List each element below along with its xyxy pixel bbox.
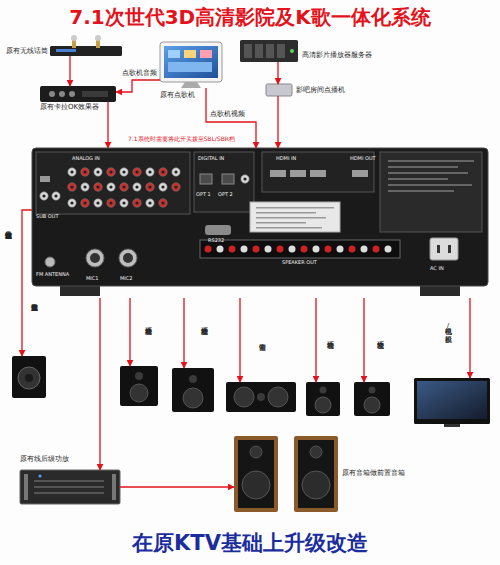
device: SUB OUT ANALOG IN DIGITAL IN OPT 1 OPT 2 HDMI… (32, 148, 488, 298)
effector-illustration (40, 86, 116, 102)
edge-label: 点歌机视频 (210, 111, 245, 118)
device: 左环绕音箱 (354, 382, 390, 416)
panel-label: MIC2 (120, 276, 132, 281)
connector (239, 298, 240, 382)
device-label: 原有线后级功放 (20, 456, 69, 463)
connector (363, 298, 364, 382)
connector (99, 298, 100, 470)
panel-label: SPEAKER OUT (282, 260, 317, 265)
panel-label: SUB OUT (36, 214, 59, 219)
device-label: 电视机/投影机 (444, 322, 451, 330)
device: 原有无线话筒 (50, 38, 122, 56)
panel-label: ANALOG IN (72, 156, 100, 161)
device: 原有点歌机 (160, 42, 222, 88)
speaker-illustration (120, 366, 390, 416)
device: 影吧房间点播机 (266, 84, 292, 96)
panel-label: OPT 1 (196, 192, 211, 197)
device: 左后环绕音箱 (172, 368, 214, 412)
panel-label: HDMI IN (276, 156, 296, 161)
jukebox-illustration (160, 42, 222, 88)
device: 右环绕音箱 (306, 382, 340, 416)
device-label: 影吧房间点播机 (296, 87, 345, 94)
tv-illustration (414, 378, 490, 427)
connector (183, 298, 184, 368)
panel-label: MIC1 (86, 276, 98, 281)
connector (315, 298, 316, 382)
connector (469, 298, 470, 378)
connector (107, 102, 108, 148)
connector (277, 96, 278, 148)
device: 接超重低音音箱 (12, 356, 46, 398)
device: 原有卡拉OK效果器 (40, 86, 116, 102)
amplifier-illustration (32, 148, 488, 296)
device: 原有音箱做前置音箱 (234, 436, 338, 512)
caption: 在原KTV基础上升级改造 (0, 532, 500, 555)
connector (22, 210, 32, 356)
panel-label: AC IN (430, 266, 444, 271)
connector (116, 80, 160, 92)
connector (129, 298, 130, 366)
device-label: 高清影片播放器服务器 (302, 52, 372, 59)
panel-label: RS232 (208, 238, 224, 243)
device-label: 原有无线话筒 (6, 48, 48, 55)
server-illustration (240, 40, 298, 62)
device-label: 原有音箱做前置音箱 (342, 470, 405, 477)
connector (120, 486, 234, 487)
note: 7.1系统时需要将此开关拨至SBL/SBR档 (128, 136, 235, 142)
power-amp-illustration (20, 470, 120, 504)
panel-label: FM ANTENNA (36, 272, 69, 277)
device: 右后环绕音箱 (120, 366, 158, 406)
panel-label: OPT 2 (218, 192, 233, 197)
front-speaker-illustration (234, 436, 338, 512)
panel-label: DIGITAL IN (198, 156, 224, 161)
device: 电视机/投影机 (414, 378, 490, 424)
device-label: 原有点歌机 (160, 92, 195, 99)
player-illustration (266, 84, 292, 96)
mic-illustration (50, 35, 122, 56)
edge-label: 点歌机音频 (122, 70, 157, 77)
subwoofer-illustration (12, 356, 46, 398)
device: 中置音箱 (226, 382, 296, 412)
device: 原有线后级功放 (20, 470, 120, 504)
device: 高清影片播放器服务器 (240, 40, 298, 62)
connector (277, 62, 278, 84)
connector (69, 56, 70, 86)
title: 7.1次世代3D高清影院及K歌一体化系统 (0, 6, 500, 28)
device-label: 原有卡拉OK效果器 (40, 104, 99, 111)
panel-label: HDMI OUT (350, 156, 376, 161)
